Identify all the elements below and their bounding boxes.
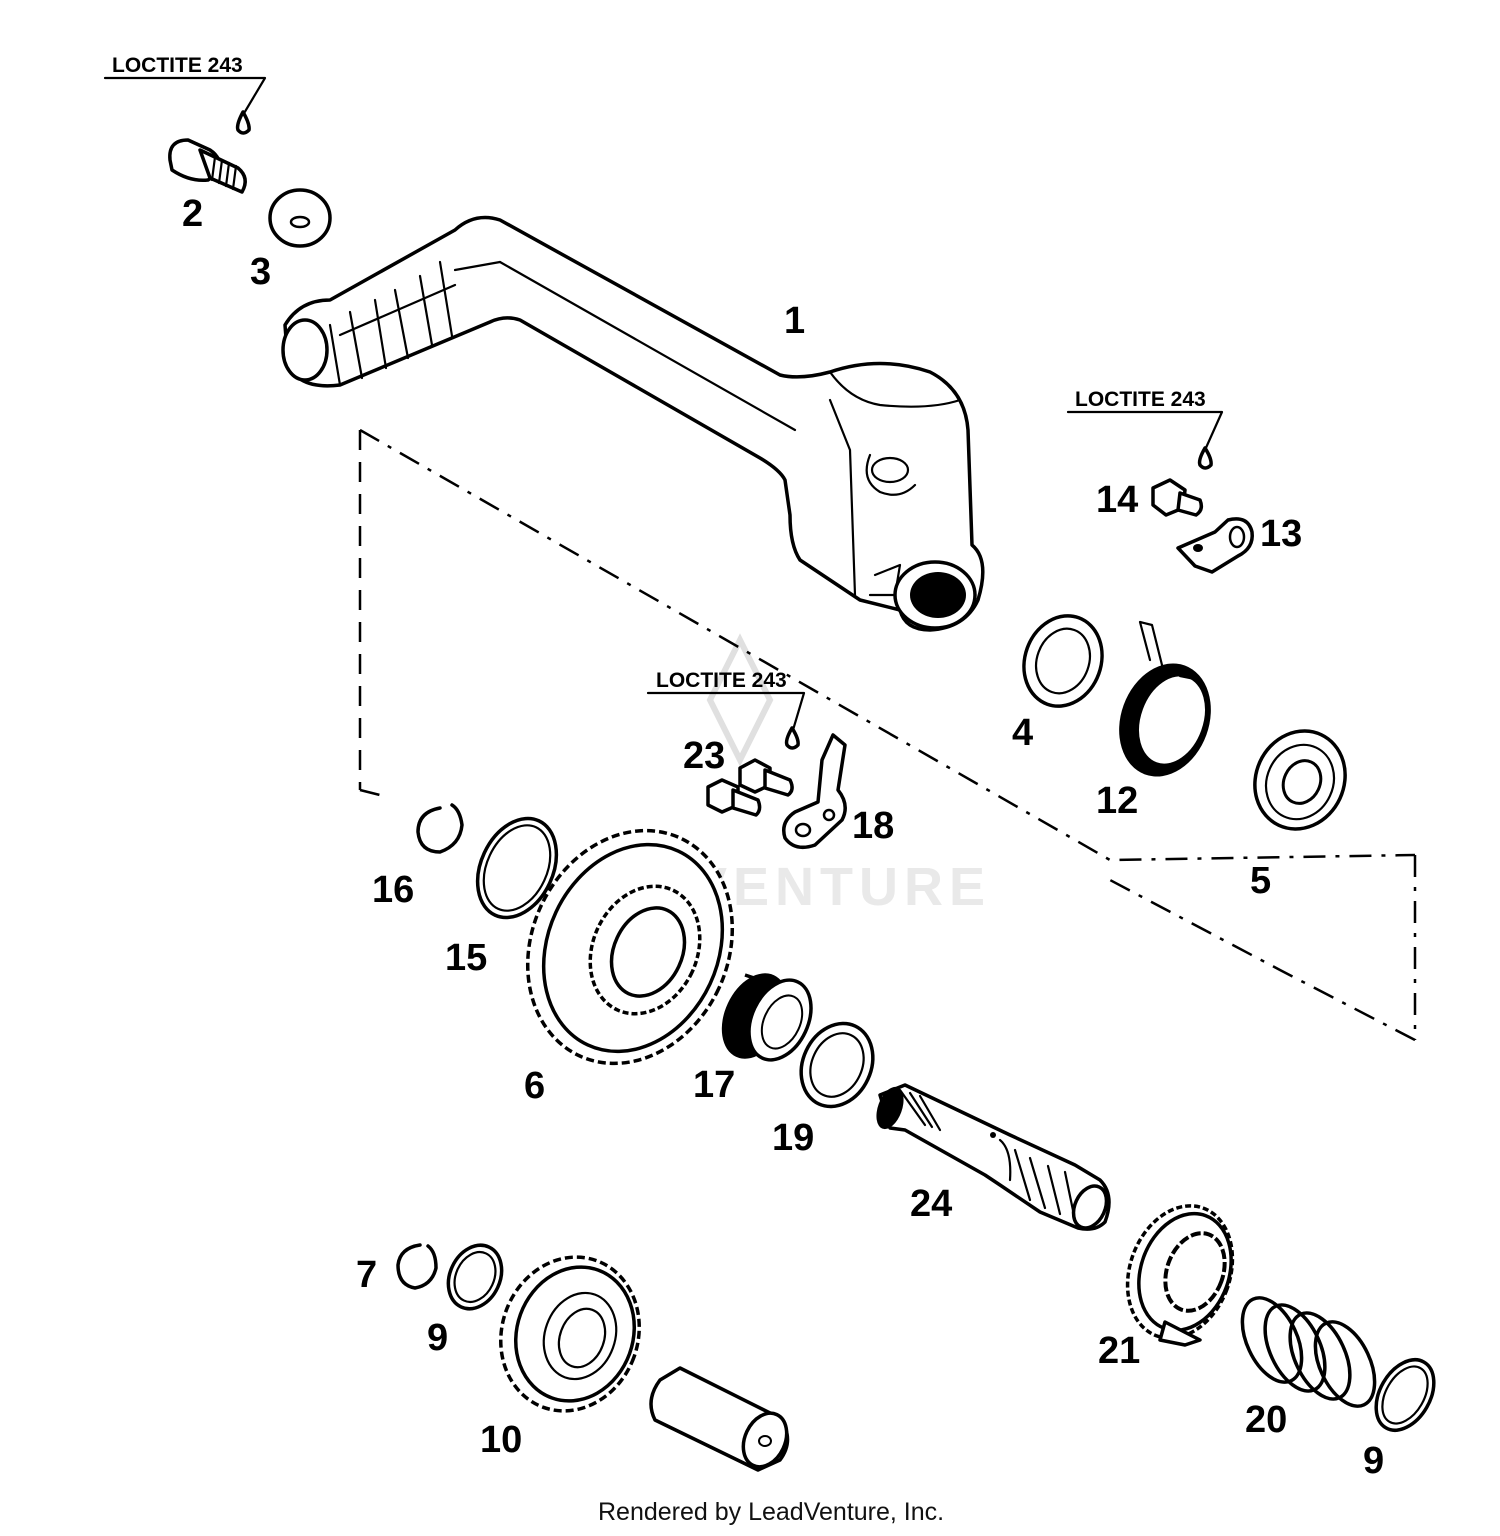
loctite-leader-middle	[646, 691, 806, 750]
seal-ring-4	[1022, 614, 1104, 708]
kickstarter-shaft-24	[876, 1083, 1111, 1231]
label-part-13: 13	[1260, 513, 1302, 555]
label-part-23: 23	[683, 735, 725, 777]
circlip-7	[396, 1243, 438, 1290]
washer-19	[799, 1021, 875, 1109]
watermark-logo	[706, 633, 774, 767]
label-part-4: 4	[1012, 712, 1033, 754]
loctite-label-top: LOCTITE 243	[112, 54, 243, 77]
label-part-21: 21	[1098, 1330, 1140, 1372]
bushing-pin	[649, 1366, 790, 1472]
label-part-19: 19	[772, 1117, 814, 1159]
idler-gear-10	[499, 1255, 641, 1413]
label-part-15: 15	[445, 937, 487, 979]
label-part-9-left: 9	[427, 1317, 448, 1359]
render-credit: Rendered by LeadVenture, Inc.	[598, 1498, 944, 1526]
return-spring-12	[1119, 620, 1211, 777]
loctite-leader-top	[103, 76, 267, 135]
shim-15	[475, 816, 559, 920]
label-part-10: 10	[480, 1419, 522, 1461]
label-part-17: 17	[693, 1064, 735, 1106]
pawl-18	[782, 733, 847, 850]
label-part-9-right: 9	[1363, 1440, 1384, 1482]
bolts-23	[706, 758, 794, 817]
kickstarter-gear-6	[525, 828, 735, 1066]
label-part-12: 12	[1096, 780, 1138, 822]
loctite-leader-right	[1066, 410, 1224, 470]
loctite-label-middle: LOCTITE 243	[656, 669, 787, 692]
label-part-18: 18	[852, 805, 894, 847]
label-part-14: 14	[1096, 479, 1138, 521]
label-part-16: 16	[372, 869, 414, 911]
circlip-16	[416, 803, 464, 854]
label-part-3: 3	[250, 251, 271, 293]
bracket-13	[1176, 517, 1254, 574]
label-part-24: 24	[910, 1183, 952, 1225]
label-part-7: 7	[356, 1254, 377, 1296]
label-part-20: 20	[1245, 1399, 1287, 1441]
spring-20	[1240, 1296, 1377, 1408]
washer-9-right	[1374, 1358, 1436, 1432]
label-part-2: 2	[182, 193, 203, 235]
bolt-14	[1151, 478, 1204, 517]
ratchet-gear-21	[1125, 1204, 1235, 1347]
washer-9-left	[446, 1243, 504, 1311]
kickstarter-lever	[281, 215, 985, 632]
washer-3	[268, 188, 332, 248]
bushing-17	[721, 973, 813, 1062]
part-number-labels: 1 2 3 4 5 6 7 9 9 10 12 13 14 15 16 17 1…	[182, 193, 1384, 1482]
loctite-label-right: LOCTITE 243	[1075, 388, 1206, 411]
label-part-6: 6	[524, 1065, 545, 1107]
assembly-guide-lines	[358, 428, 1417, 1042]
label-part-5: 5	[1250, 860, 1271, 902]
label-part-1: 1	[784, 300, 805, 342]
oil-seal-5	[1253, 729, 1347, 831]
screw-2	[168, 138, 247, 194]
